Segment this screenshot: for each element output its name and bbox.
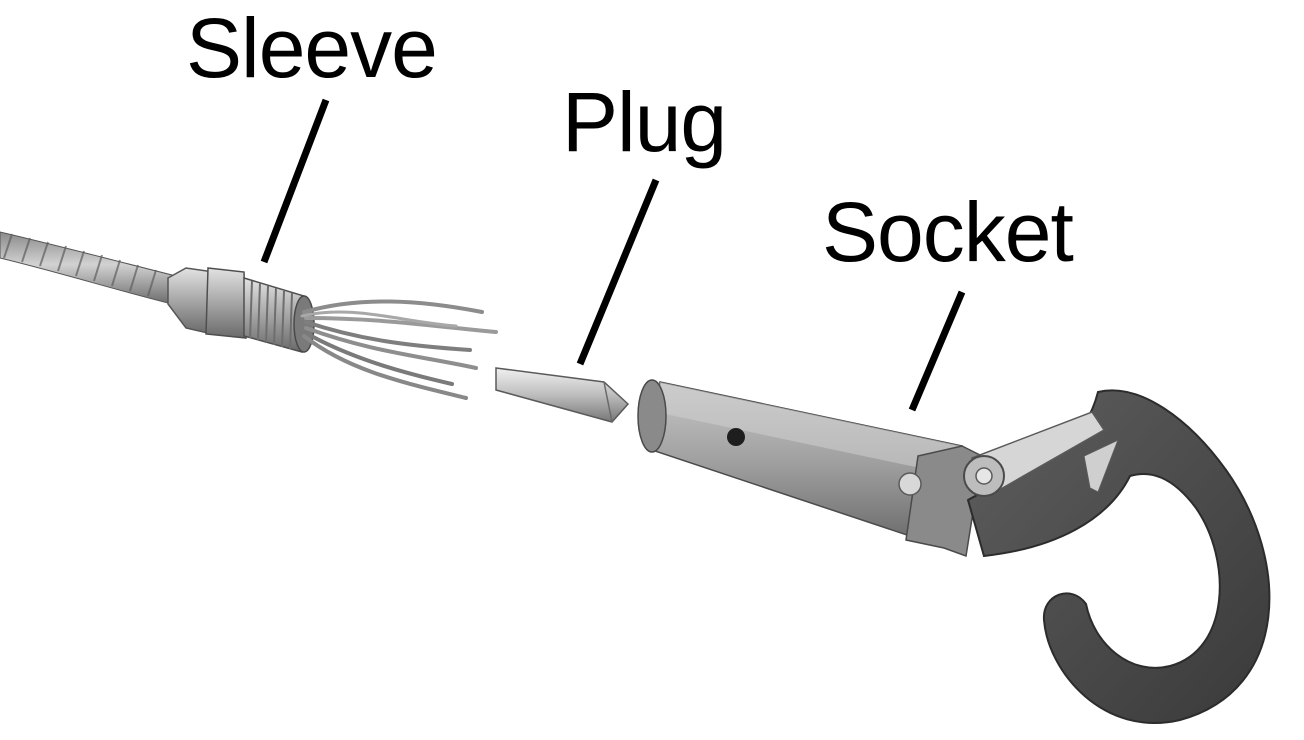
socket-hole [727,428,745,446]
plug-part [495,367,630,423]
socket-leader-line [908,290,966,412]
leader-lines [260,98,966,412]
wire-rope [0,231,177,305]
plug-leader-line [576,178,660,366]
socket-part [637,379,983,558]
sleeve-part [167,267,315,353]
sleeve-leader-line [260,98,330,264]
hook-part [963,389,1271,724]
wire-strands [300,299,498,400]
socket-label: Socket [822,185,1074,279]
sleeve-label: Sleeve [186,1,438,95]
socket-pin [898,472,922,496]
plug-label: Plug [562,75,727,169]
